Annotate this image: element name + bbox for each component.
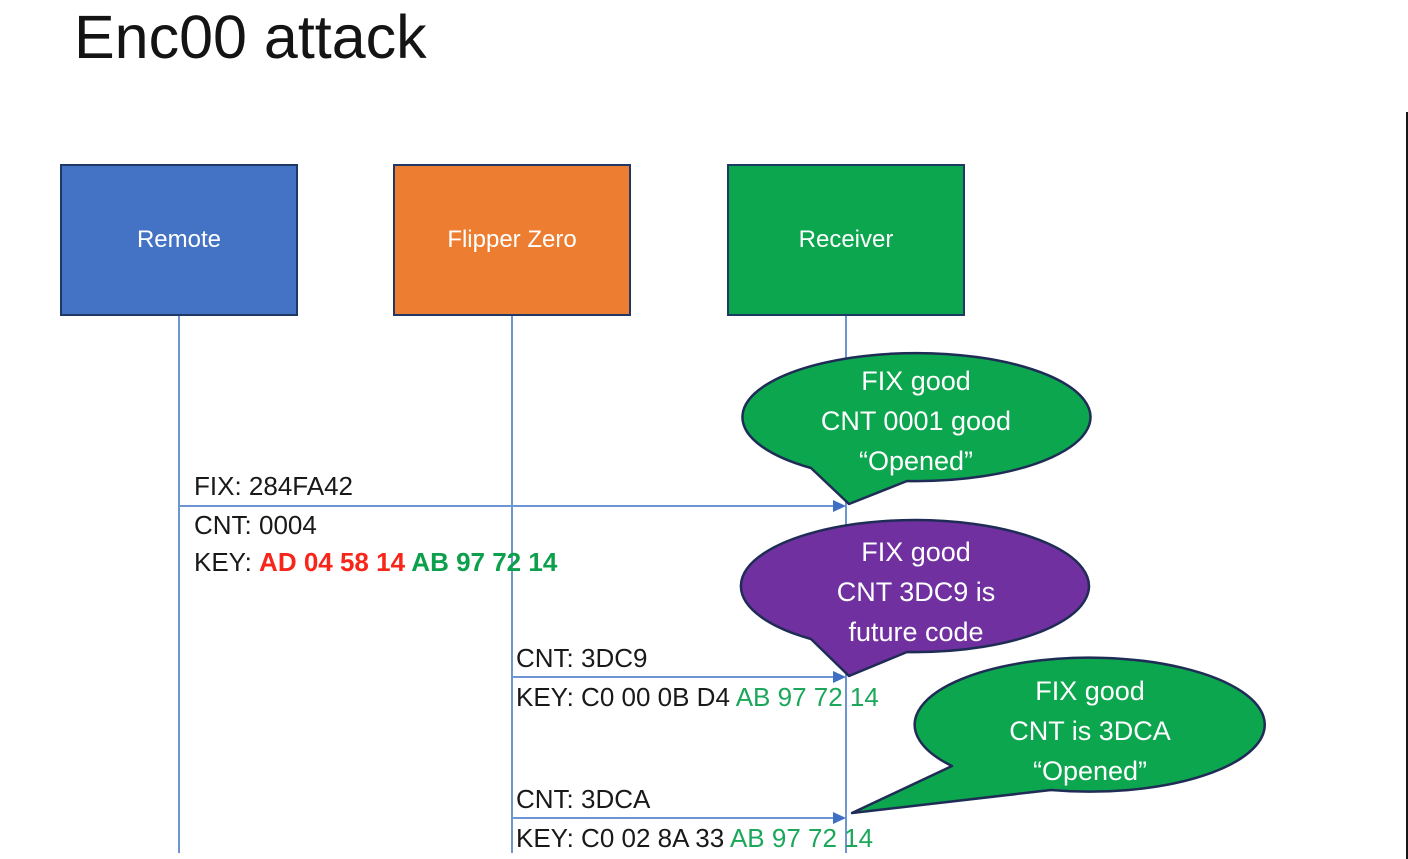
callout-line: future code [848, 617, 984, 647]
callout-line: FIX good [861, 366, 971, 396]
arrow-shaft [512, 676, 841, 678]
callout-line: “Opened” [858, 446, 974, 476]
key-red-segment: AD 04 58 14 [259, 547, 412, 577]
callout-line: FIX good [861, 537, 971, 567]
page-title: Enc00 attack [74, 3, 427, 71]
callout-text-purple: FIX good CNT 3DC9 is future code [766, 532, 1066, 652]
callout-text-green-2: FIX good CNT is 3DCA “Opened” [940, 671, 1240, 791]
slide-edge-line [1405, 112, 1408, 859]
callout-line: “Opened” [1032, 756, 1148, 786]
lifeline-remote [178, 316, 180, 853]
message2-label-above: CNT: 3DC9 [516, 643, 648, 673]
callout-text-green-1: FIX good CNT 0001 good “Opened” [766, 361, 1066, 481]
arrow-shaft [179, 505, 841, 507]
message-arrow-flipper-to-receiver-2 [512, 811, 846, 824]
message1-cnt-line: CNT: 0004 [194, 510, 317, 540]
key-prefix-segment: KEY: C0 02 8A 33 [516, 823, 730, 853]
arrowhead-icon [833, 811, 846, 824]
key-prefix-segment: KEY: [194, 547, 260, 577]
arrow-shaft [512, 817, 841, 819]
actor-label-flipper-zero: Flipper Zero [447, 226, 577, 253]
key-green-segment: AB 97 72 14 [735, 682, 879, 712]
key-green-segment: AB 97 72 14 [729, 823, 874, 853]
callout-line: CNT 3DC9 is [836, 577, 996, 607]
message1-label-below: CNT: 0004 KEY: AD 04 58 14 AB 97 72 14 [194, 507, 557, 581]
actor-label-remote: Remote [136, 226, 222, 253]
callout-line: CNT 0001 good [820, 406, 1012, 436]
key-prefix-segment: KEY: C0 00 0B D4 [516, 682, 736, 712]
lifeline-flipper-zero [511, 316, 513, 853]
callout-line: FIX good [1035, 676, 1145, 706]
actor-box-remote: Remote [60, 164, 298, 316]
key-green-segment: AB 97 72 14 [411, 547, 558, 577]
message1-key-line: KEY: AD 04 58 14 AB 97 72 14 [194, 544, 557, 581]
message1-label-above: FIX: 284FA42 [194, 471, 353, 501]
actor-label-receiver: Receiver [798, 226, 894, 253]
callout-line: CNT is 3DCA [1009, 716, 1171, 746]
actor-box-receiver: Receiver [727, 164, 965, 316]
message3-label-above: CNT: 3DCA [516, 784, 651, 814]
message3-key-line: KEY: C0 02 8A 33 AB 97 72 14 [516, 820, 873, 857]
message2-key-line: KEY: C0 00 0B D4 AB 97 72 14 [516, 679, 879, 716]
arrowhead-icon [833, 499, 846, 512]
actor-box-flipper-zero: Flipper Zero [393, 164, 631, 316]
